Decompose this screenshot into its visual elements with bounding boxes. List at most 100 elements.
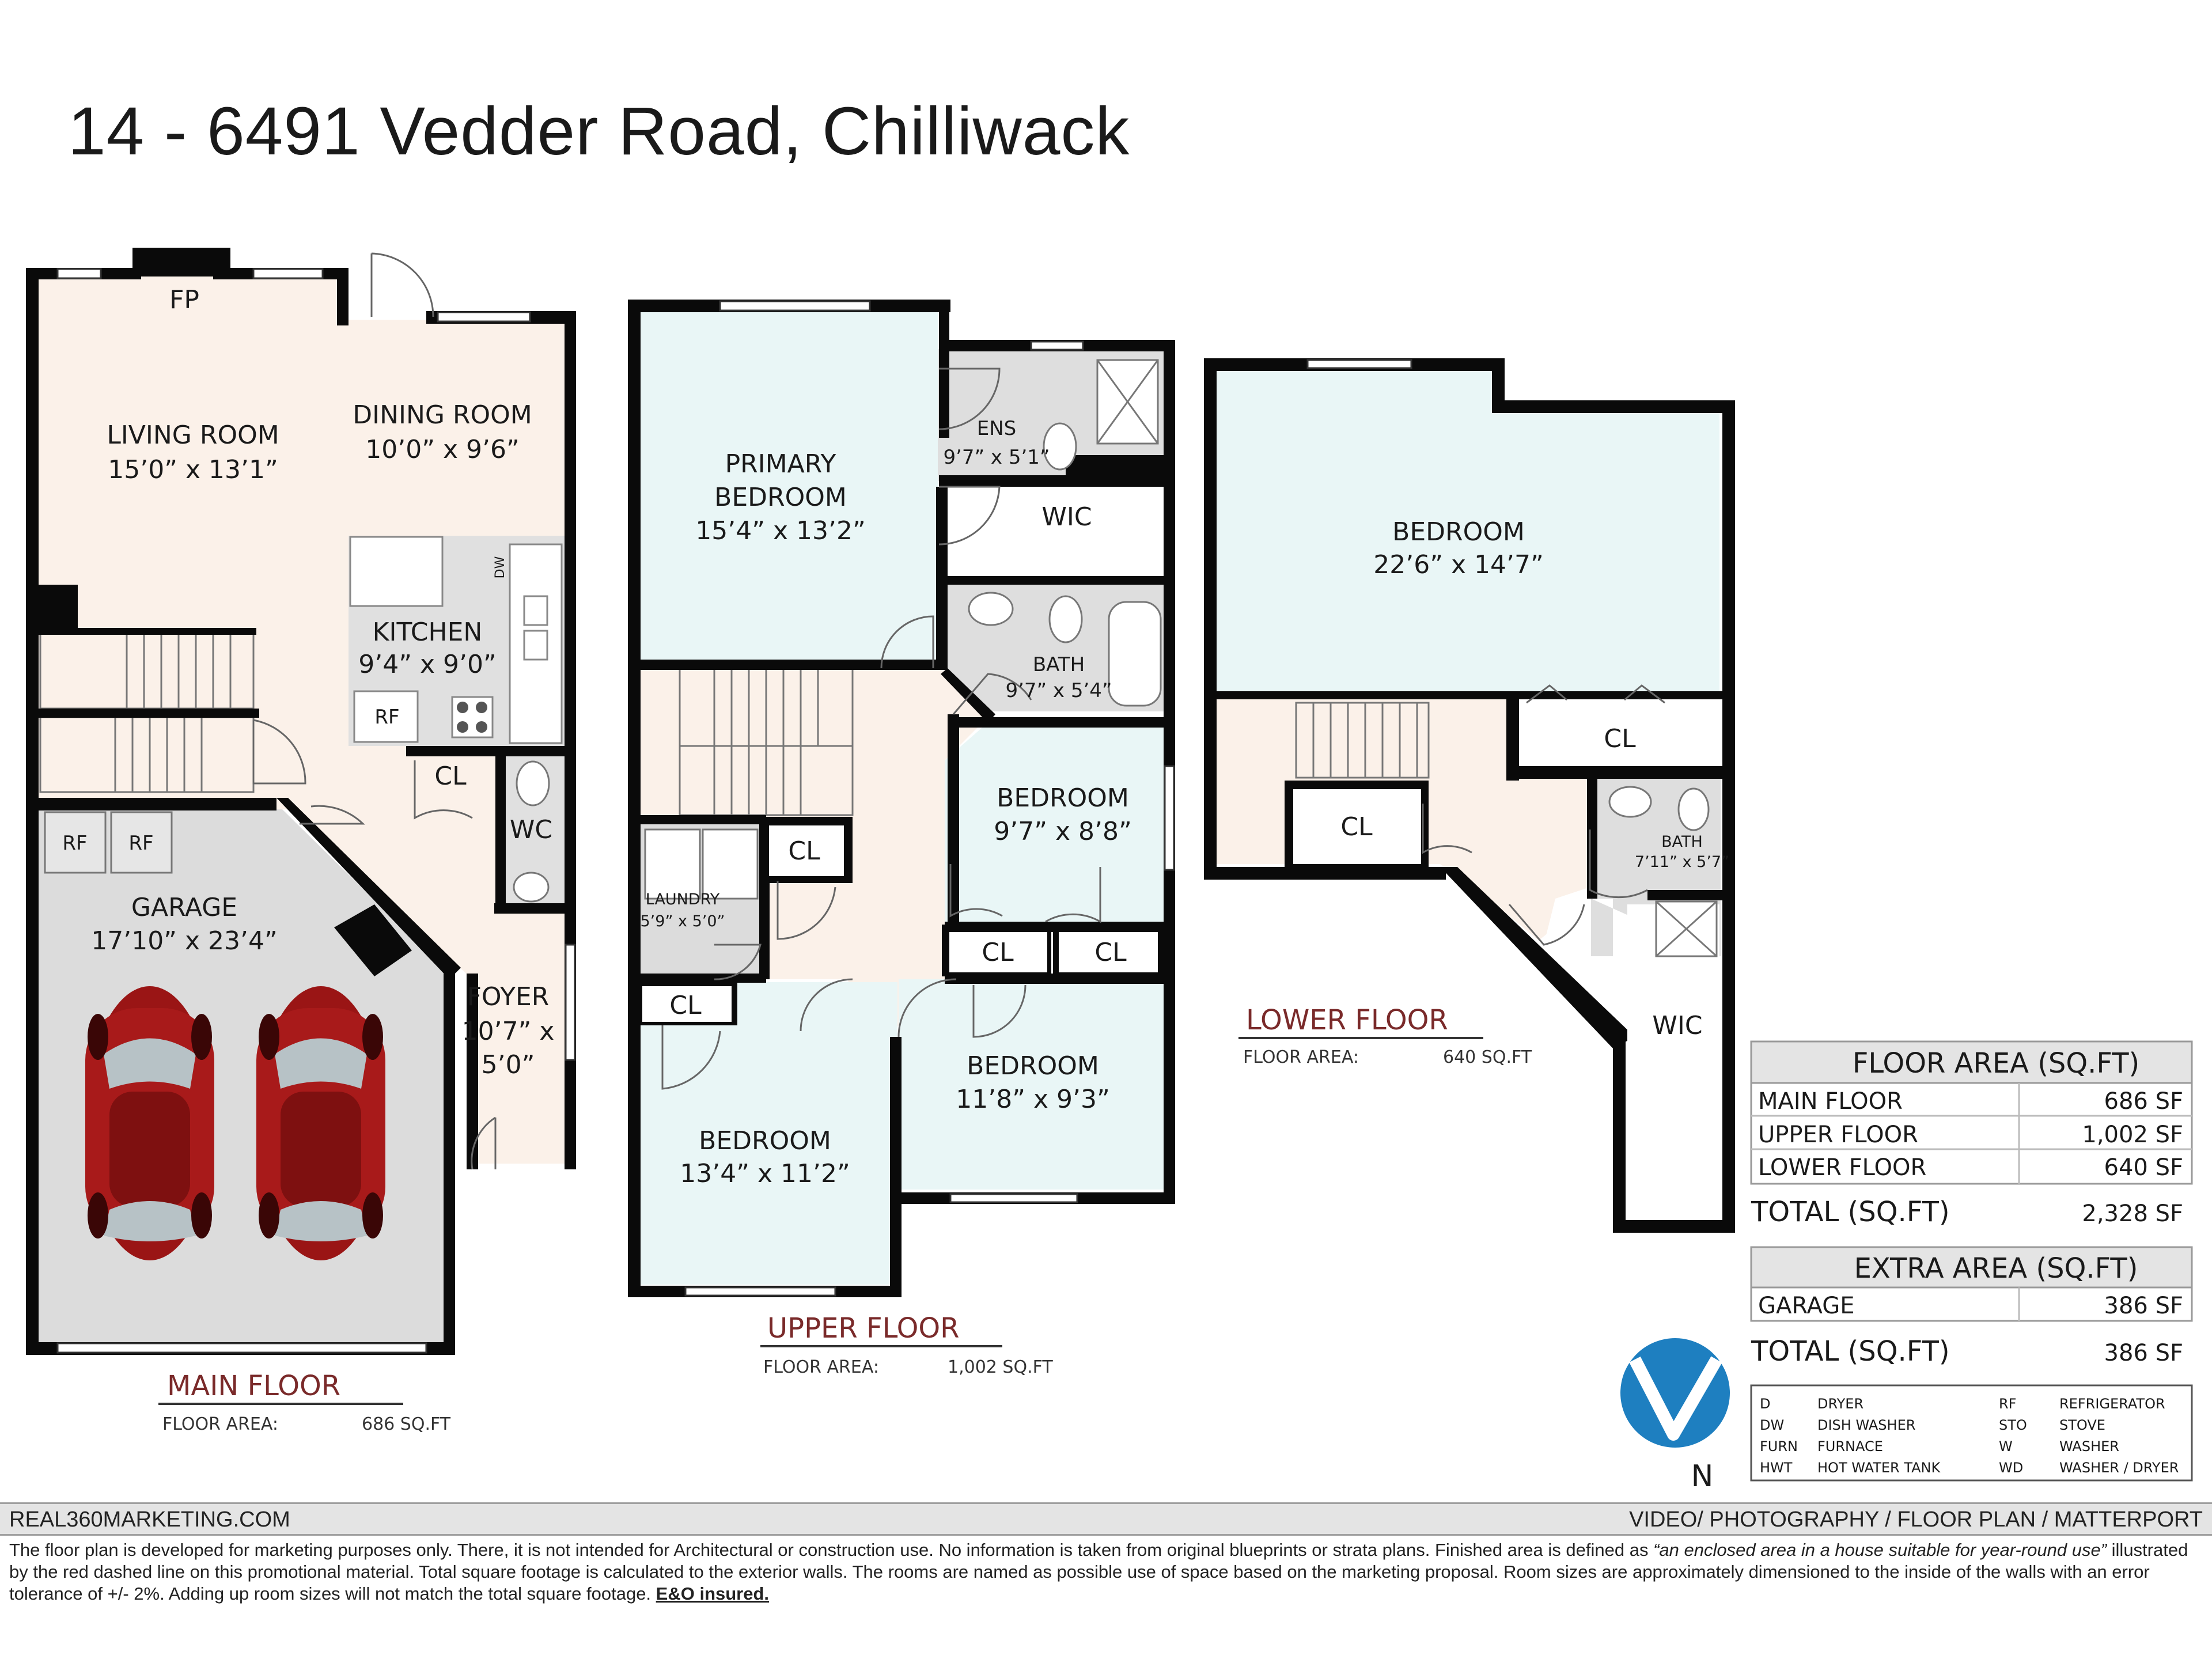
floor-row-value: 1,002 SF (2082, 1122, 2183, 1148)
primary-bedroom-dim: 15’4” x 13’2” (695, 516, 866, 546)
legend-text: REFRIGERATOR (2059, 1396, 2165, 1412)
north-arrow-logo: N (1620, 1338, 1730, 1494)
foyer-dim-2: 5’0” (482, 1050, 535, 1080)
main-floor-name: MAIN FLOOR (167, 1370, 340, 1402)
garage-label: GARAGE (131, 893, 237, 922)
lower-bath-dim: 7’11” x 5’7” (1635, 853, 1729, 871)
bath-label: BATH (1033, 653, 1085, 676)
lower-floor-plan: BEDROOM 22’6” x 14’7” CL CL WIC BATH 7’1… (1204, 358, 1735, 1233)
upper-stairs (679, 667, 854, 816)
rf-garage-1-label: RF (62, 832, 87, 855)
lower-cl-a-label: CL (1604, 724, 1636, 753)
upper-fixtures (644, 359, 1162, 900)
legend-code: W (1999, 1438, 2013, 1455)
bedroom-4-label: BEDROOM (699, 1126, 831, 1156)
floor-total-label: TOTAL (SQ.FT) (1751, 1196, 1950, 1228)
floor-row-value: 686 SF (2104, 1088, 2183, 1115)
lower-stairs (1295, 702, 1430, 779)
bath-dim: 9’7” x 5’4” (1005, 679, 1112, 702)
legend-text: DRYER (1817, 1396, 1863, 1412)
extra-area-header: EXTRA AREA (SQ.FT) (1854, 1252, 2138, 1285)
extra-total-label: TOTAL (SQ.FT) (1751, 1335, 1950, 1368)
disclaimer-eo: E&O insured. (656, 1584, 770, 1604)
legend-code: DW (1760, 1417, 1784, 1433)
bedroom-2-label: BEDROOM (997, 783, 1129, 813)
legend-text: FURNACE (1817, 1438, 1883, 1455)
extra-row-label: GARAGE (1758, 1293, 1854, 1319)
lower-bedroom-label: BEDROOM (1392, 517, 1525, 547)
lower-floor-area-label: FLOOR AREA: (1243, 1047, 1359, 1067)
legend-code: STO (1999, 1417, 2027, 1433)
upper-floor-area-label: FLOOR AREA: (763, 1357, 879, 1377)
foyer-dim-1: 10’7” x (462, 1017, 555, 1046)
north-label: N (1691, 1459, 1714, 1494)
disclaimer-text: The floor plan is developed for marketin… (9, 1539, 2198, 1605)
extra-total-value: 386 SF (2104, 1340, 2183, 1366)
floor-row-label: LOWER FLOOR (1758, 1154, 1926, 1181)
lower-bath-fixtures (1608, 786, 1718, 957)
legend-code: FURN (1760, 1438, 1798, 1455)
upper-floor-underline (760, 1345, 1002, 1347)
lower-floor-area-value: 640 SQ.FT (1443, 1047, 1532, 1067)
laundry-label: LAUNDRY (646, 891, 720, 908)
legend-text: DISH WASHER (1817, 1417, 1915, 1433)
lower-doors (1422, 684, 1665, 946)
dining-room-dim: 10’0” x 9’6” (365, 435, 520, 464)
cl-label: CL (434, 762, 467, 791)
footer-bar: REAL360MARKETING.COM VIDEO/ PHOTOGRAPHY … (0, 1502, 2212, 1536)
floor-total-value: 2,328 SF (2082, 1200, 2183, 1227)
floor-row-label: UPPER FLOOR (1758, 1122, 1918, 1148)
lower-bath-label: BATH (1661, 833, 1703, 851)
legend-text: HOT WATER TANK (1817, 1460, 1941, 1476)
lower-cl-b-label: CL (1340, 812, 1373, 842)
bedroom-2-dim: 9’7” x 8’8” (994, 817, 1132, 846)
upper-floor-name: UPPER FLOOR (767, 1312, 960, 1344)
lower-bedroom-floor (1214, 370, 1719, 697)
main-floor-plan: FP LIVING ROOM 15’0” x 13’1” DINING ROOM… (26, 248, 576, 1434)
primary-bedroom-label-1: PRIMARY (725, 449, 836, 479)
disclaimer-quote: “an enclosed area in a house suitable fo… (1653, 1540, 2107, 1560)
main-floor-area-value: 686 SQ.FT (362, 1414, 451, 1434)
footer-website: REAL360MARKETING.COM (9, 1508, 290, 1532)
rf-garage-2-label: RF (128, 832, 153, 855)
legend-text: WASHER / DRYER (2059, 1460, 2179, 1476)
kitchen-label: KITCHEN (373, 618, 483, 647)
dining-room-label: DINING ROOM (353, 400, 532, 430)
wc-fixtures (513, 760, 550, 903)
bedroom-2-floor (945, 720, 1164, 925)
upper-doors (661, 368, 1101, 1090)
primary-bedroom-floor (638, 308, 938, 665)
lower-wic-label: WIC (1652, 1011, 1702, 1040)
garage-dim: 17’10” x 23’4” (91, 926, 278, 956)
cl-b-label: CL (669, 991, 702, 1020)
living-room-label: LIVING ROOM (107, 421, 279, 450)
cl-a-label: CL (788, 836, 820, 866)
legend-text: WASHER (2059, 1438, 2119, 1455)
floor-row-label: MAIN FLOOR (1758, 1088, 1903, 1115)
bedroom-3-floor (899, 979, 1169, 1190)
footer-services: VIDEO/ PHOTOGRAPHY / FLOOR PLAN / MATTER… (1629, 1508, 2203, 1532)
car-right (256, 986, 385, 1260)
bedroom-3-label: BEDROOM (967, 1051, 1099, 1081)
rf-kitchen-label: RF (374, 706, 399, 729)
lower-windows (1306, 359, 1412, 369)
legend-code: HWT (1760, 1460, 1793, 1476)
foyer-label: FOYER (467, 982, 550, 1012)
upper-closet-interiors (642, 487, 1164, 1022)
dw-label: DW (493, 556, 507, 578)
ens-label: ENS (977, 417, 1017, 440)
legend-text: STOVE (2059, 1417, 2105, 1433)
extra-row-value: 386 SF (2104, 1293, 2183, 1319)
floor-area-table: FLOOR AREA (SQ.FT) MAIN FLOOR 686 SF UPP… (1750, 1040, 2193, 1228)
extra-area-table: EXTRA AREA (SQ.FT) GARAGE 386 SF TOTAL (… (1750, 1246, 2193, 1368)
wic-label: WIC (1041, 502, 1092, 532)
upper-floor-area-value: 1,002 SQ.FT (948, 1357, 1053, 1377)
cl-d-label: CL (1094, 938, 1127, 967)
lower-bedroom-dim: 22’6” x 14’7” (1373, 550, 1544, 579)
primary-bedroom-label-2: BEDROOM (714, 483, 847, 512)
bedroom-3-dim: 11’8” x 9’3” (956, 1085, 1110, 1114)
disclaimer-part-2: illustrated by the red dashed line on th… (9, 1540, 2188, 1604)
legend-code: WD (1999, 1460, 2023, 1476)
main-floor-area (35, 253, 570, 1164)
bedroom-4-dim: 13’4” x 11’2” (680, 1159, 850, 1188)
